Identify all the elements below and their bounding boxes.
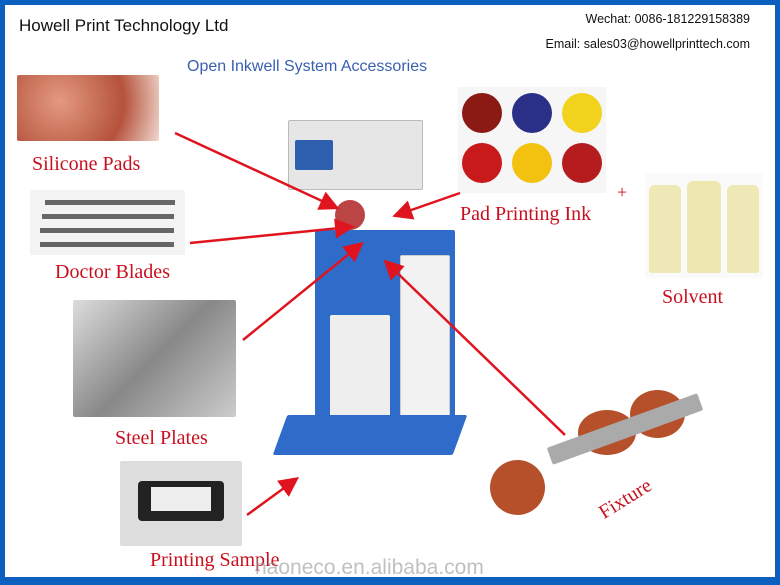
silicone-pads-image (17, 75, 159, 141)
arrow-fixture (383, 259, 566, 436)
arrow-silicone-pads (174, 131, 340, 210)
company-name: Howell Print Technology Ltd (19, 16, 229, 35)
doctor-blades-label: Doctor Blades (55, 261, 170, 283)
printing-sample-label: Printing Sample (150, 549, 280, 571)
steel-plates-label: Steel Plates (115, 427, 208, 449)
solvent-label: Solvent (662, 286, 724, 308)
steel-plates-image (73, 300, 236, 417)
watermark: haoneco.en.alibaba.com (255, 556, 484, 577)
infographic: Howell Print Technology Ltd Wechat: 0086… (5, 5, 775, 577)
arrow-doctor-blades (189, 218, 355, 245)
doctor-blades-image (30, 190, 185, 255)
printing-sample-image (120, 461, 242, 546)
arrow-ink (392, 191, 461, 220)
arrow-printing-sample (246, 477, 300, 517)
arrows (174, 131, 566, 517)
pad-printing-ink-image (458, 87, 606, 193)
silicone-pads-label: Silicone Pads (32, 153, 141, 175)
wechat-contact: Wechat: 0086-181229158389 (585, 12, 751, 26)
plus-sign: + (617, 182, 628, 202)
subtitle: Open Inkwell System Accessories (187, 58, 428, 75)
pad-printing-ink-label: Pad Printing Ink (460, 203, 592, 225)
arrow-steel-plates (242, 241, 364, 341)
solvent-image (645, 173, 763, 278)
email-contact: Email: sales03@howellprinttech.com (545, 37, 750, 51)
